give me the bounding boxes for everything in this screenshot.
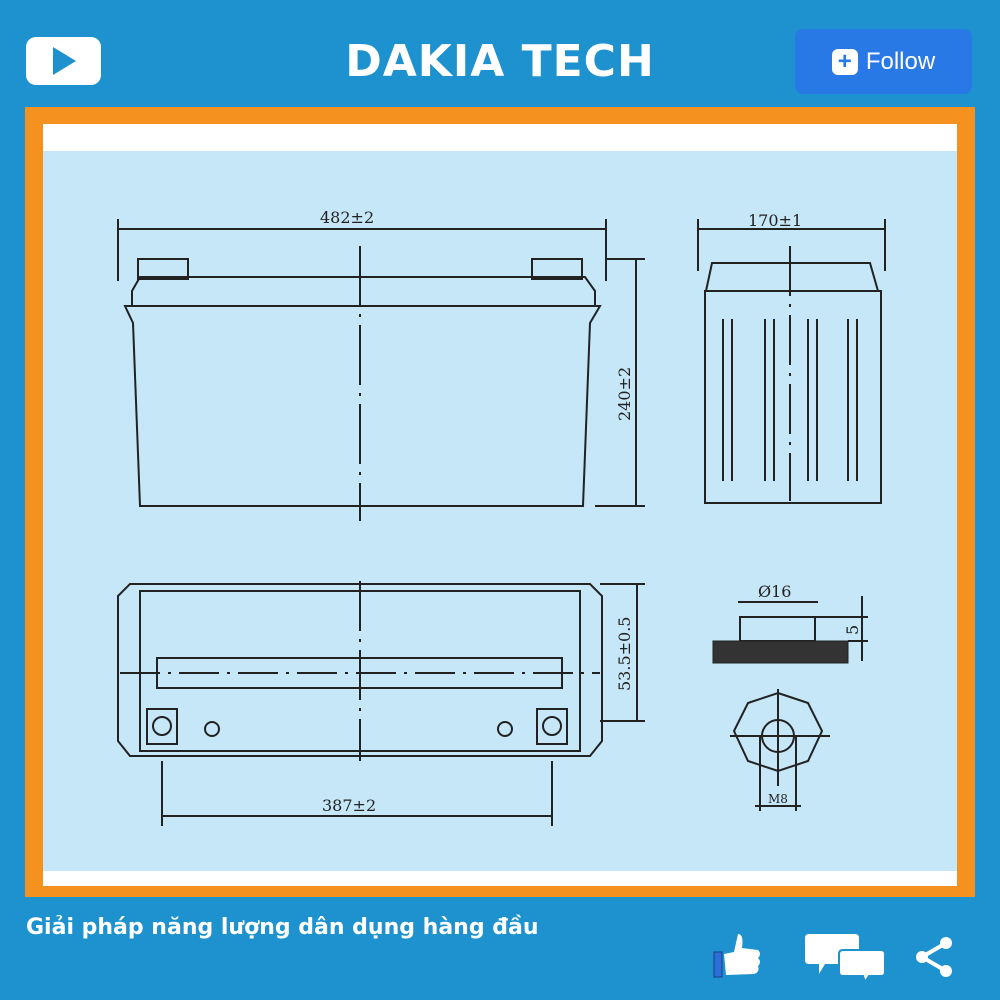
terminal-detail bbox=[712, 596, 868, 811]
channel-title: DAKIA TECH bbox=[345, 36, 655, 87]
terminal-spacing-label: 387±2 bbox=[322, 796, 376, 815]
front-view bbox=[117, 219, 645, 521]
follow-button[interactable]: + Follow bbox=[795, 29, 972, 94]
play-button[interactable] bbox=[26, 37, 101, 85]
caption: Giải pháp năng lượng dân dụng hàng đầu bbox=[26, 915, 539, 940]
comment-icon[interactable] bbox=[805, 932, 887, 980]
follow-label: Follow bbox=[865, 47, 936, 75]
top-offset-label: 53.5±0.5 bbox=[615, 617, 634, 691]
front-height-label: 240±2 bbox=[615, 367, 634, 421]
side-view bbox=[697, 219, 886, 504]
terminal-height-label: 5 bbox=[843, 625, 862, 635]
bolt-label: M8 bbox=[768, 792, 788, 806]
side-width-label: 170±1 bbox=[748, 211, 802, 230]
share-icon[interactable] bbox=[914, 935, 956, 979]
battery-dimension-drawing: 482±2 240±2 170±1 387±2 53.5±0.5 bbox=[43, 151, 957, 871]
front-width-label: 482±2 bbox=[320, 208, 374, 227]
play-icon bbox=[53, 47, 76, 75]
image-frame: 482±2 240±2 170±1 387±2 53.5±0.5 bbox=[25, 107, 975, 897]
top-view bbox=[117, 581, 645, 826]
terminal-diameter-label: Ø16 bbox=[758, 582, 791, 601]
plus-icon: + bbox=[831, 48, 858, 75]
like-icon[interactable] bbox=[712, 928, 764, 980]
